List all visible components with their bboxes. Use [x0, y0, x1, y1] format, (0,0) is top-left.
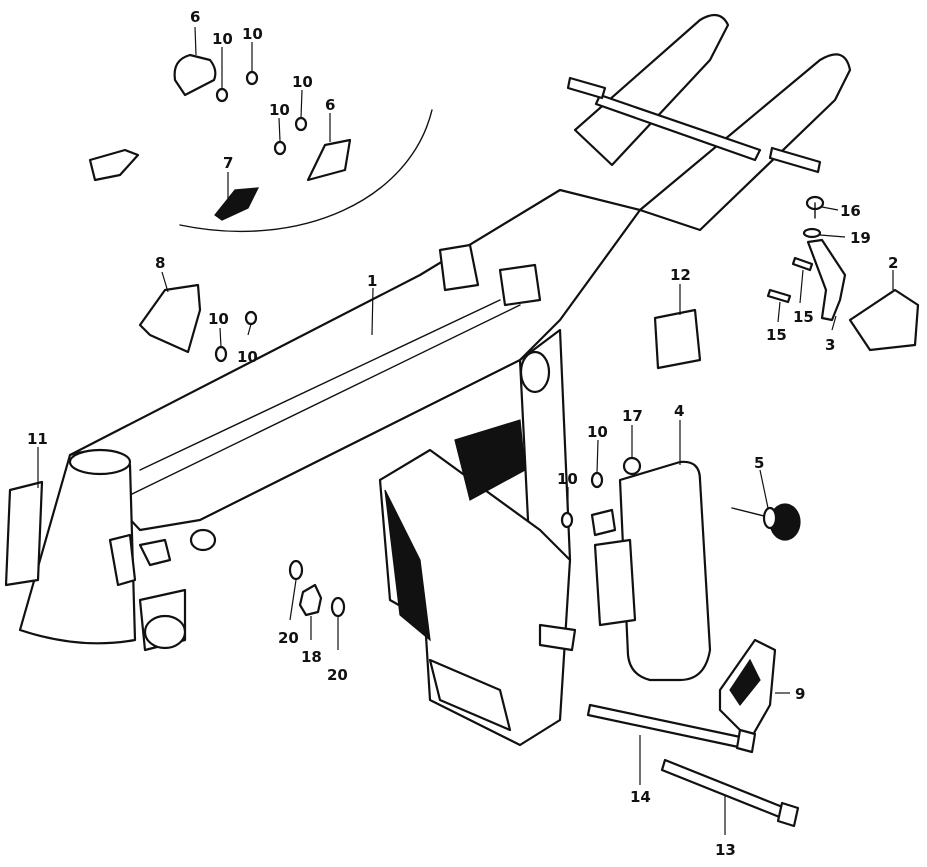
callout-15: 15: [793, 308, 814, 326]
callout-10: 10: [557, 470, 578, 488]
callout-6: 6: [325, 96, 335, 114]
callout-10: 10: [208, 310, 229, 328]
main-frame: [18, 13, 852, 747]
part-12-plate: [653, 308, 702, 370]
callout-17: 17: [622, 407, 643, 425]
part-2-bracket: [848, 288, 920, 352]
callout-9: 9: [795, 685, 805, 703]
callout-10: 10: [587, 423, 608, 441]
small-hardware: [766, 195, 825, 304]
callout-20: 20: [278, 629, 299, 647]
callout-1: 1: [367, 272, 377, 290]
inset-boundary-curve: [179, 109, 433, 233]
callout-10: 10: [212, 30, 233, 48]
callout-8: 8: [155, 254, 165, 272]
callout-15: 15: [766, 326, 787, 344]
callout-20: 20: [327, 666, 348, 684]
callout-18: 18: [301, 648, 322, 666]
part-4-cover: [590, 460, 712, 682]
part-5-knob: [731, 503, 801, 541]
long-bolts: [586, 703, 800, 828]
callout-2: 2: [888, 254, 898, 272]
callout-3: 3: [825, 336, 835, 354]
callout-10: 10: [292, 73, 313, 91]
part-8-cover: [138, 283, 202, 354]
callout-14: 14: [630, 788, 651, 806]
leader-lines: [37, 26, 894, 835]
callout-6: 6: [190, 8, 200, 26]
callout-10: 10: [242, 25, 263, 43]
callout-12: 12: [670, 266, 691, 284]
callout-10: 10: [269, 101, 290, 119]
callout-5: 5: [754, 454, 764, 472]
callout-7: 7: [223, 154, 233, 172]
inset-parts: [88, 53, 352, 221]
callout-10: 10: [237, 348, 258, 366]
part-11-strip: [4, 480, 44, 587]
callout-19: 19: [850, 229, 871, 247]
callout-16: 16: [840, 202, 861, 220]
part-3-stay: [806, 238, 847, 322]
callout-11: 11: [27, 430, 48, 448]
callout-13: 13: [715, 841, 736, 859]
callout-4: 4: [674, 402, 684, 420]
callout-labels: 6 10 10 10 10 6 7 8 10 10 1 11 12 4 5 10…: [27, 8, 898, 859]
